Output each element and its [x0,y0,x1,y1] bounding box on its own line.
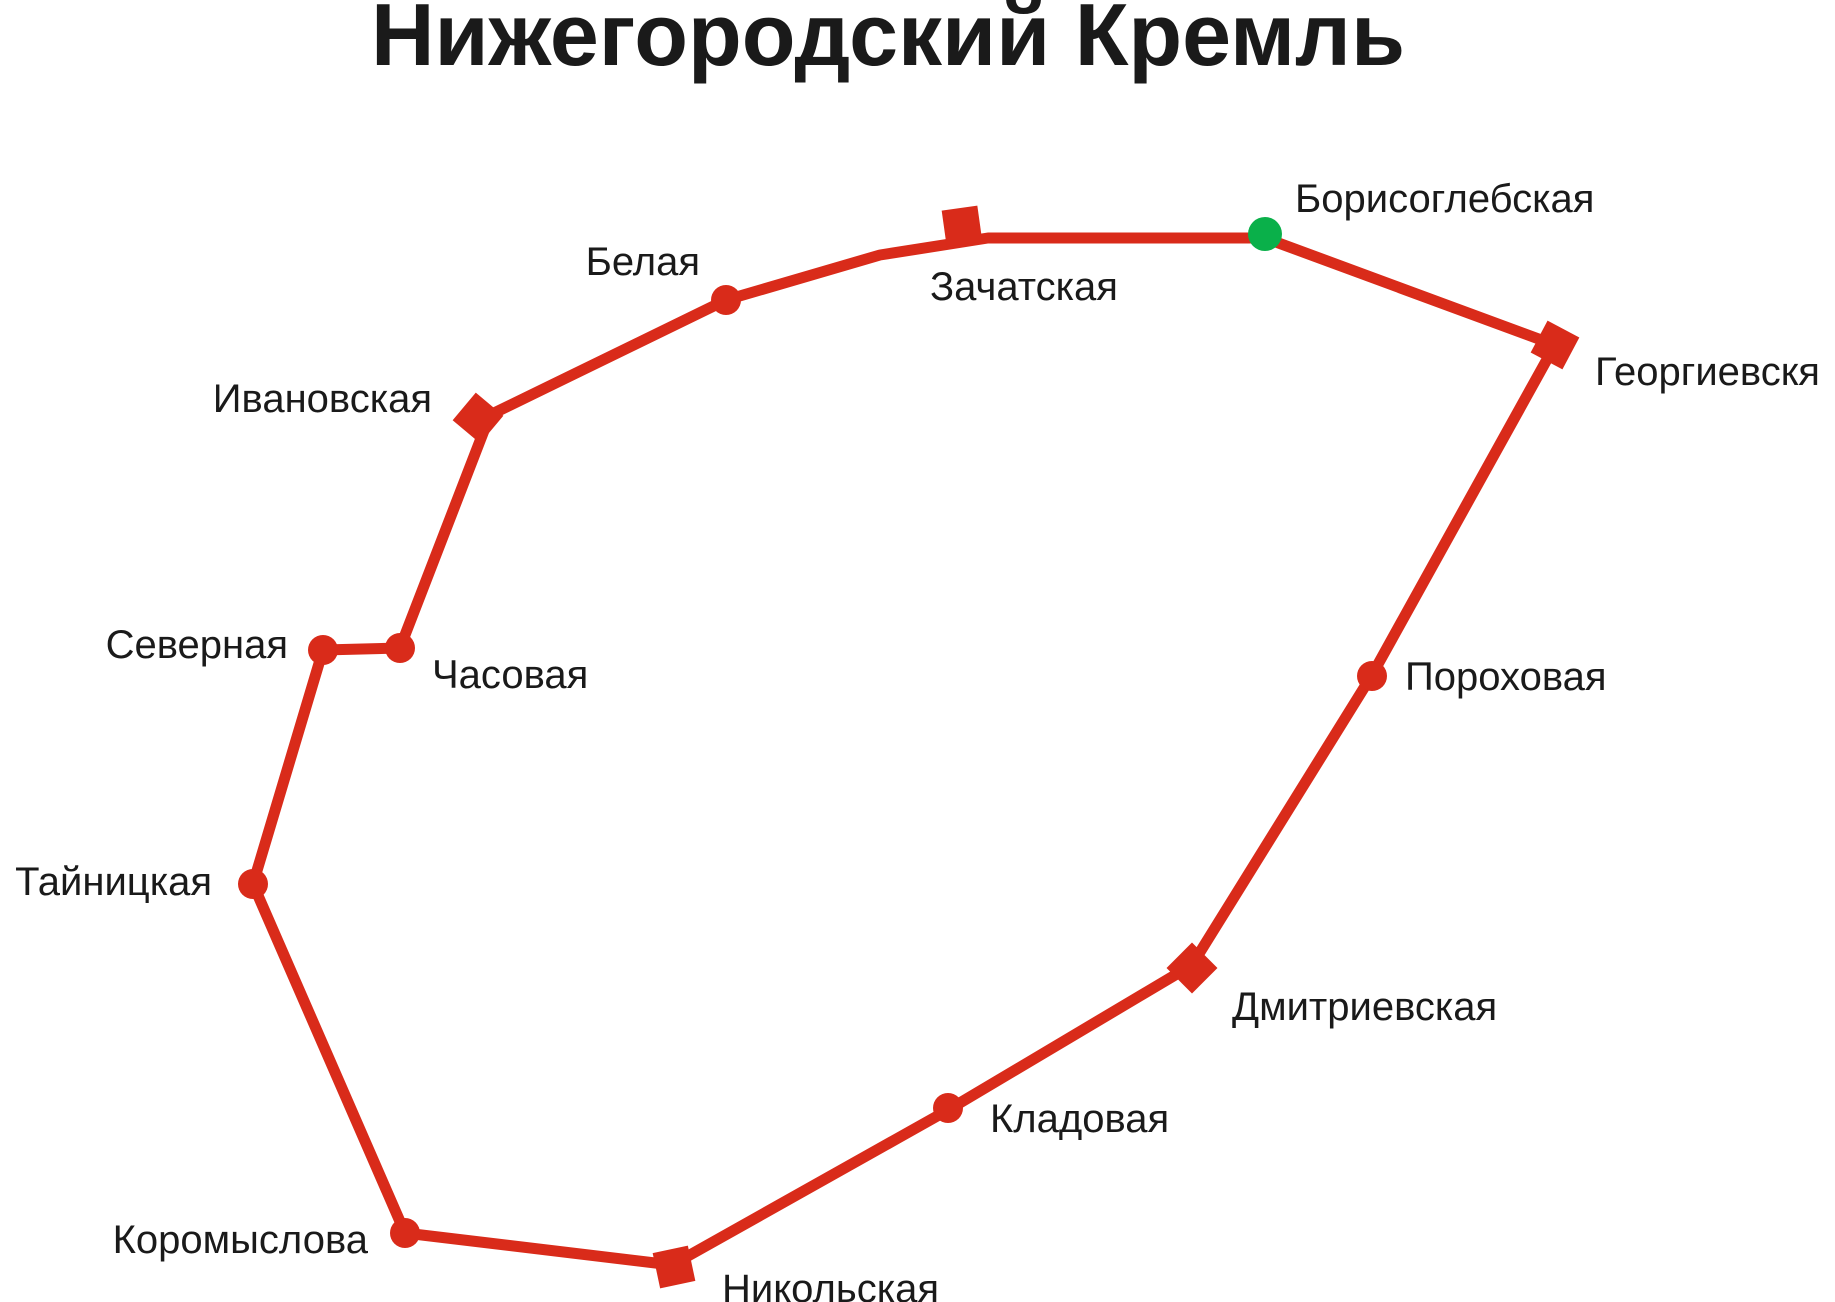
tower-label-koromyslova: Коромыслова [113,1218,369,1262]
tower-marker-porokhovaya [1357,661,1387,691]
tower-marker-nikolskaya [652,1245,696,1289]
kremlin-wall [247,232,1561,1271]
tower-marker-koromyslova [390,1218,420,1248]
tower-marker-dmitrievskaya [1166,942,1218,994]
tower-label-porokhovaya: Пороховая [1405,655,1607,699]
map-title: Нижегородский Кремль [371,0,1405,84]
tower-label-chasovaya: Часовая [432,653,588,697]
tower-label-belaya: Белая [586,240,700,284]
tower-marker-chasovaya [385,633,415,663]
tower-label-georgievskaya: Георгиевскя [1595,350,1820,394]
tower-marker-kladovaya [933,1093,963,1123]
tower-marker-georgievskaya [1530,320,1580,370]
tower-label-kladovaya: Кладовая [990,1097,1169,1141]
tower-label-ivanovskaya: Ивановская [213,377,432,421]
tower-marker-borisoglebskaya [1248,217,1282,251]
tower-label-borisoglebskaya: Борисоглебская [1295,177,1594,221]
tower-label-tainitskaya: Тайницкая [15,860,212,904]
tower-label-dmitrievskaya: Дмитриевская [1232,985,1497,1029]
tower-marker-belaya [711,285,741,315]
tower-label-zachatskaya: Зачатская [930,265,1118,309]
tower-marker-tainitskaya [238,869,268,899]
tower-marker-zachatskaya [941,205,983,247]
tower-marker-severnaya [308,635,338,665]
tower-label-nikolskaya: Никольская [722,1267,939,1302]
tower-marker-ivanovskaya [452,392,504,444]
tower-label-severnaya: Северная [106,623,288,667]
